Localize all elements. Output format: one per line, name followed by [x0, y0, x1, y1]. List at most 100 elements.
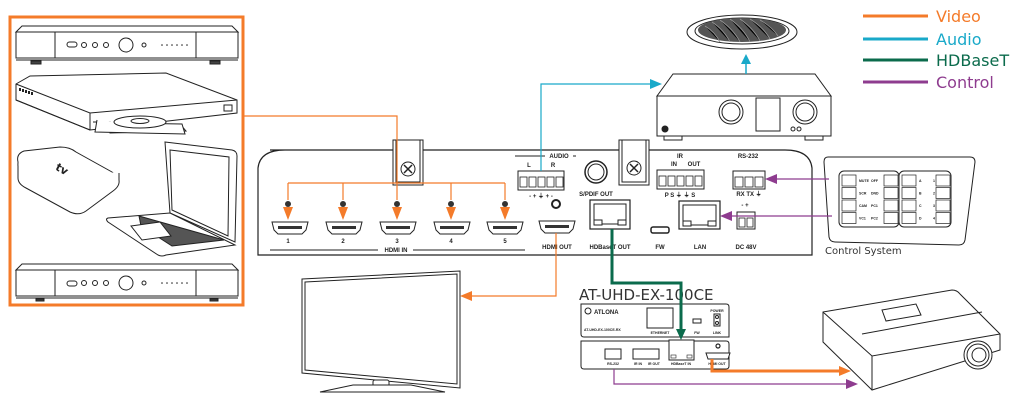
legend-label-audio: Audio [936, 30, 981, 49]
control-connection-to-lan [720, 211, 832, 221]
extender-ir-out-label: IR OUT [648, 362, 661, 366]
audio-connection-amplifier-to-speaker [741, 54, 751, 74]
hdbaset-in-label: HDBaseT IN [671, 362, 692, 366]
keypad-button[interactable] [841, 199, 857, 212]
rs232-pin-labels: RX TX ⏚ [736, 191, 761, 198]
keypad-key-label: OFF [871, 179, 879, 183]
extender-brand: ATLONA [594, 310, 619, 316]
laptop-icon [106, 141, 238, 257]
keypad-key-label: 4 [933, 217, 935, 221]
switcher-rear-panel: 1 2 3 4 5 HDM [257, 139, 813, 256]
legend-item-hdbaset: HDBaseT [863, 51, 1009, 70]
hdmi-plug-icon [446, 201, 456, 220]
keypad-key-label: VC1 [859, 217, 866, 221]
keypad-button[interactable] [901, 212, 917, 224]
ir-label: IR [677, 154, 684, 160]
audio-terminal: AUDIO L R - + ⏚ + - [515, 154, 576, 200]
legend-item-control: Control [863, 73, 994, 92]
extender-model-small: AT-UHD-EX-100CE-RX [584, 328, 621, 332]
keypad-button[interactable] [841, 174, 857, 187]
apple-tv-icon: tv [17, 146, 120, 215]
hdmi-in-port-label: 4 [449, 239, 453, 245]
hdmi-in-port-3: 3 [379, 221, 417, 245]
ethernet-port [646, 307, 674, 329]
dc-pin-labels: - + [741, 203, 749, 209]
hdmi-in-port-label: 5 [503, 239, 507, 245]
extender-fw-label: FW [694, 331, 700, 335]
keypad-button[interactable] [901, 187, 917, 199]
extender-fw-port [692, 318, 702, 324]
link-led-icon [715, 321, 719, 325]
keypad-key-label: 2 [933, 192, 935, 196]
keypad-key-label: PC1 [871, 204, 878, 208]
keypad-button[interactable] [883, 212, 899, 224]
control-system-caption: Control System [825, 246, 902, 257]
hdmi-plug-icon [500, 201, 510, 220]
keypad-key-label: C [919, 204, 922, 208]
atlona-logo-icon [584, 307, 592, 315]
keypad-button[interactable] [883, 187, 899, 199]
amplifier-icon [656, 73, 832, 141]
spdif-label: S/PDIF OUT [579, 192, 613, 198]
keypad-key-label: SCR [859, 192, 867, 196]
legend-item-audio: Audio [863, 30, 981, 49]
hdmi-in-port-1: 1 [271, 221, 309, 245]
legend-label-control: Control [936, 73, 994, 92]
ir-in-label: IN [671, 162, 677, 168]
hdmi-plug-icon [338, 201, 348, 220]
video-connection-sources-to-switcher [243, 115, 506, 200]
keypad-button[interactable] [841, 212, 857, 224]
keypad-button[interactable] [935, 199, 951, 212]
fw-port: FW [650, 226, 670, 251]
extender-rs232-terminal [604, 348, 622, 360]
hdmi-in-port-5: 5 [486, 221, 524, 245]
legend-item-video: Video [863, 7, 981, 26]
ir-terminal: IR IN OUT P S ⏚ ⏚ S [656, 154, 705, 199]
keypad-button[interactable] [901, 174, 917, 187]
keypad-key-label: A [919, 179, 922, 183]
sources-group: tv [8, 15, 245, 307]
power-led-icon [715, 315, 719, 319]
hdmi-plugs [283, 201, 510, 220]
keypad-button[interactable] [883, 174, 899, 187]
audio-pin-labels: - + ⏚ + - [529, 193, 553, 200]
extender-ir-in-label: IR IN [634, 362, 642, 366]
hdmi-in-port-label: 1 [286, 239, 290, 245]
extender-hdmi-out-label: HDMI OUT [708, 362, 726, 366]
fw-label: FW [655, 245, 665, 251]
link-label: LINK [713, 331, 722, 335]
hdmi-out-port: HDMI OUT [538, 199, 576, 251]
hdbaset-extender: AT-UHD-EX-100CE ATLONA AT-UHD-EX-100CE-R… [579, 286, 731, 370]
audio-r-label: R [551, 163, 556, 169]
hdbaset-connection-switcher-to-extender [610, 229, 686, 340]
keypad-button[interactable] [841, 187, 857, 199]
control-connection-to-rs232 [765, 174, 829, 184]
hdbaset-out-label: HDBaseT OUT [589, 245, 630, 251]
extender-ir-terminal [632, 348, 660, 360]
keypad-button[interactable] [883, 199, 899, 212]
audio-l-label: L [527, 163, 531, 169]
hdbaset-out-port: HDBaseT OUT [589, 199, 631, 251]
keypad-key-label: D [919, 217, 922, 221]
legend-label-video: Video [936, 7, 981, 26]
lan-label: LAN [694, 245, 706, 251]
hdmi-in-port-2: 2 [325, 221, 363, 245]
set-top-box-icon [14, 263, 240, 302]
keypad-button[interactable] [901, 199, 917, 212]
hdmi-in-port-label: 2 [341, 239, 345, 245]
keypad-key-label: MUTE [859, 179, 870, 183]
audio-connection-switcher-to-amplifier [540, 79, 662, 171]
keypad-button[interactable] [935, 187, 951, 199]
keypad-button[interactable] [935, 174, 951, 187]
mounting-bracket [392, 139, 424, 186]
ceiling-speaker-icon [686, 14, 798, 50]
power-label: POWER [710, 309, 724, 313]
hdmi-in-port-label: 3 [395, 239, 399, 245]
keypad-button[interactable] [935, 212, 951, 224]
legend-label-hdbaset: HDBaseT [936, 51, 1009, 70]
rs232-terminal: RS-232 RX TX ⏚ [732, 154, 766, 198]
audio-label: AUDIO [549, 154, 569, 160]
keypad-key-label: DND [871, 192, 879, 196]
rs232-label: RS-232 [738, 154, 759, 160]
